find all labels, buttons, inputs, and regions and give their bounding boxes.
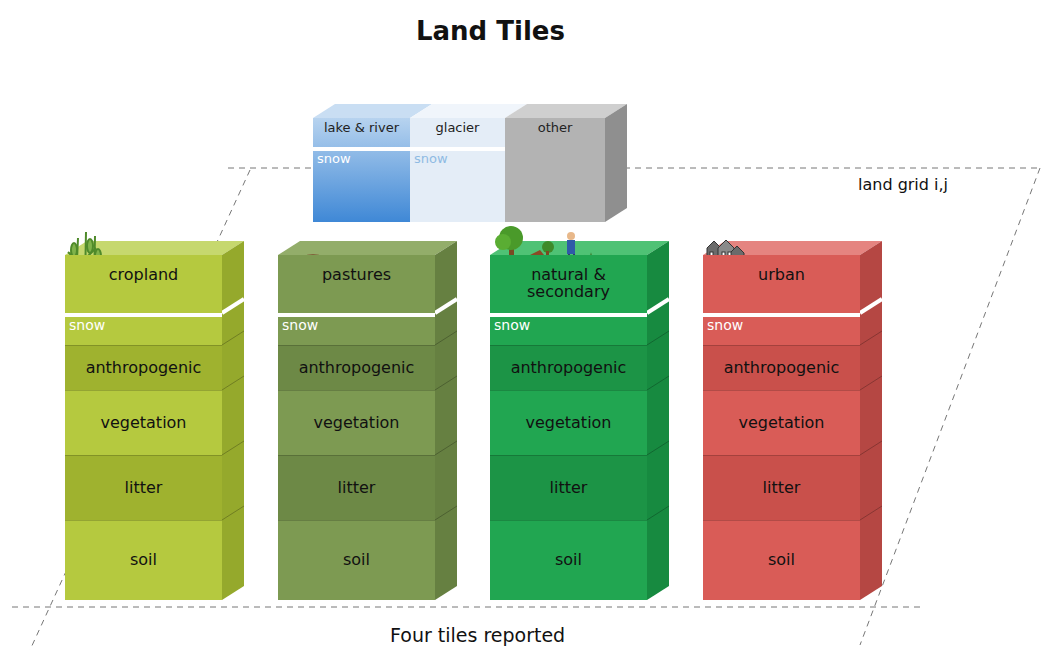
tile-label: vegetation — [525, 415, 611, 432]
tile-label: litter — [550, 480, 588, 497]
tile-layer: anthropogenic — [490, 345, 647, 390]
tile-label: anthropogenic — [511, 360, 627, 377]
tile-label: vegetation — [313, 415, 399, 432]
tile-header: natural & secondary snow — [490, 255, 647, 345]
tile-label: soil — [343, 552, 370, 569]
tile-layer: anthropogenic — [278, 345, 435, 390]
tile-label: litter — [125, 480, 163, 497]
tile-layer: soil — [278, 520, 435, 600]
snow-label: snow — [414, 152, 448, 166]
tile-layer: soil — [490, 520, 647, 600]
other-tile: other — [505, 118, 605, 222]
tile-layer: anthropogenic — [65, 345, 222, 390]
tile-layer: soil — [703, 520, 860, 600]
tile-label: vegetation — [100, 415, 186, 432]
tile-label: other — [538, 121, 573, 135]
tile-label: litter — [338, 480, 376, 497]
snow-label: snow — [69, 318, 105, 333]
tile-label: pastures — [322, 267, 391, 284]
water-tile: lake & river snow — [313, 118, 410, 222]
glacier-tile: glacier snow — [410, 118, 505, 222]
tile-label: vegetation — [738, 415, 824, 432]
snow-band: snow — [703, 313, 860, 345]
snow-band: snow — [490, 313, 647, 345]
tile-layer: anthropogenic — [703, 345, 860, 390]
snow-label: snow — [494, 318, 530, 333]
tile-layer: soil — [65, 520, 222, 600]
tile-label: lake & river — [324, 121, 399, 135]
tile-header: cropland snow — [65, 255, 222, 345]
tile-label: soil — [555, 552, 582, 569]
snow-band: snow — [278, 313, 435, 345]
tile-header: urban snow — [703, 255, 860, 345]
tile-layer: vegetation — [65, 390, 222, 455]
snow-band: snow — [313, 147, 410, 222]
grid-label: land grid i,j — [855, 175, 951, 194]
tile-label: cropland — [109, 267, 179, 284]
caption-label: Four tiles reported — [387, 624, 568, 646]
tile-layer: vegetation — [490, 390, 647, 455]
tile-label: anthropogenic — [724, 360, 840, 377]
tile-label: urban — [758, 267, 805, 284]
tile-layer: litter — [703, 455, 860, 520]
tile-layer: vegetation — [278, 390, 435, 455]
snow-label: snow — [282, 318, 318, 333]
tile-label: anthropogenic — [86, 360, 202, 377]
snow-band: snow — [410, 147, 505, 222]
tile-layer: litter — [490, 455, 647, 520]
snow-label: snow — [707, 318, 743, 333]
tile-label: anthropogenic — [299, 360, 415, 377]
tile-layer: litter — [278, 455, 435, 520]
snow-band: snow — [65, 313, 222, 345]
tile-label: soil — [768, 552, 795, 569]
tile-header: pastures snow — [278, 255, 435, 345]
tile-label: glacier — [436, 121, 480, 135]
tile-label: natural & secondary — [494, 267, 643, 301]
title: Land Tiles — [416, 16, 565, 46]
tile-label: soil — [130, 552, 157, 569]
snow-label: snow — [317, 152, 351, 166]
tile-layer: litter — [65, 455, 222, 520]
tile-layer: vegetation — [703, 390, 860, 455]
tile-label: litter — [763, 480, 801, 497]
